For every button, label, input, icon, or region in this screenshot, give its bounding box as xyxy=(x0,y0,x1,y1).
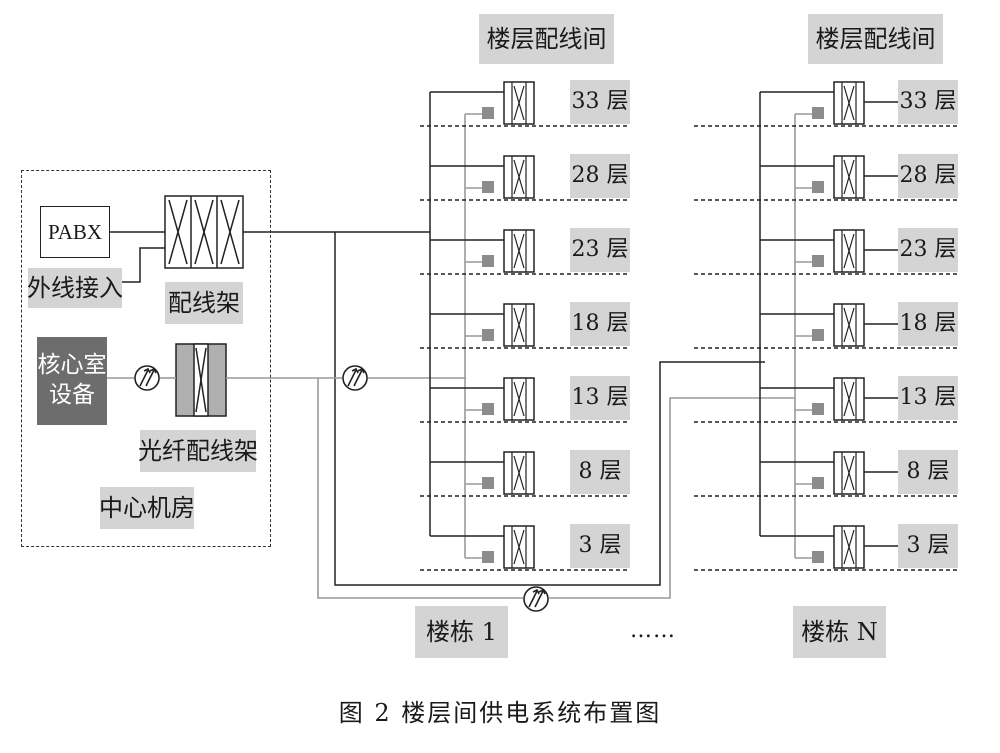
building-n-floor-label: 8 层 xyxy=(898,450,958,494)
fiber-converter-icons xyxy=(134,365,549,612)
building-1-fiber-module xyxy=(482,403,494,415)
fiber-panel-label: 光纤配线架 xyxy=(138,430,258,472)
patch-panel-rack xyxy=(164,195,244,269)
building-n-floor-label: 33 层 xyxy=(898,80,958,124)
building-n-floor-label: 28 层 xyxy=(898,154,958,198)
ellipsis: …… xyxy=(630,618,676,643)
core-equipment-line2: 设备 xyxy=(49,382,95,408)
building-n-risers xyxy=(694,81,960,571)
building-1-floor-label: 23 层 xyxy=(570,228,630,272)
building-1-floor-row xyxy=(420,525,630,571)
building-n-label: 楼栋 N xyxy=(793,606,886,658)
fiber-converter-icon-trunk xyxy=(342,365,368,391)
outside-line-label: 外线接入 xyxy=(27,268,123,308)
building-1-floor-label: 28 层 xyxy=(570,154,630,198)
center-room-label: 中心机房 xyxy=(99,487,195,529)
patch-panel-label: 配线架 xyxy=(165,282,243,324)
building-1-floor-row xyxy=(420,451,630,497)
building-n-floor-label: 13 层 xyxy=(898,376,958,420)
building-n-floor-label: 3 层 xyxy=(898,524,958,568)
building-n-floor-row xyxy=(694,525,960,571)
center-room-boundary xyxy=(21,170,271,547)
building-1-floor-label: 33 层 xyxy=(570,80,630,124)
fiber-converter-icon-core xyxy=(134,365,160,391)
building-1-label: 楼栋 1 xyxy=(415,606,508,658)
building-n-floor-label: 18 层 xyxy=(898,302,958,346)
building-1-floor-row xyxy=(420,377,630,423)
floor-closet-header-n: 楼层配线间 xyxy=(808,14,943,64)
building-n-fiber-module xyxy=(812,477,824,489)
building-n-floor-row xyxy=(694,81,960,127)
core-equipment-line1: 核心室 xyxy=(37,352,107,379)
building-1-floor-label: 8 层 xyxy=(570,450,630,494)
building-n-fiber-module xyxy=(812,255,824,267)
building-1-floor-label: 18 层 xyxy=(570,302,630,346)
building-n-floor-row xyxy=(694,229,960,275)
building-n-fiber-module xyxy=(812,551,824,563)
building-1-floor-row xyxy=(420,81,630,127)
building-n-floor-row xyxy=(694,155,960,201)
building-n-fiber-module xyxy=(812,181,824,193)
fiber-lines xyxy=(107,377,795,599)
fiber-converter-icon-bottom xyxy=(523,586,549,612)
building-1-risers xyxy=(420,81,630,571)
building-n-floor-row xyxy=(694,451,960,497)
core-equipment-box: 核心室 设备 xyxy=(37,337,107,425)
building-n-floor-row xyxy=(694,303,960,349)
building-n-fiber-module xyxy=(812,403,824,415)
building-1-fiber-module xyxy=(482,329,494,341)
building-n-floor-row xyxy=(694,377,960,423)
building-1-floor-row xyxy=(420,303,630,349)
building-1-floor-row xyxy=(420,155,630,201)
building-1-fiber-module xyxy=(482,255,494,267)
building-1-floor-label: 13 层 xyxy=(570,376,630,420)
building-n-floor-label: 23 层 xyxy=(898,228,958,272)
building-n-fiber-module xyxy=(812,107,824,119)
floor-closet-header-1: 楼层配线间 xyxy=(479,14,614,64)
building-1-fiber-module xyxy=(482,107,494,119)
building-n-patch-panel xyxy=(833,451,865,495)
building-1-floor-row xyxy=(420,229,630,275)
copper-lines-center xyxy=(110,231,765,586)
building-1-floor-label: 3 层 xyxy=(570,524,630,568)
fiber-panel-rack xyxy=(175,343,227,417)
pabx-box: PABX xyxy=(40,206,110,258)
building-1-fiber-module xyxy=(482,181,494,193)
figure-caption: 图 2 楼层间供电系统布置图 xyxy=(338,699,662,727)
building-1-fiber-module xyxy=(482,477,494,489)
building-n-fiber-module xyxy=(812,329,824,341)
building-1-fiber-module xyxy=(482,551,494,563)
